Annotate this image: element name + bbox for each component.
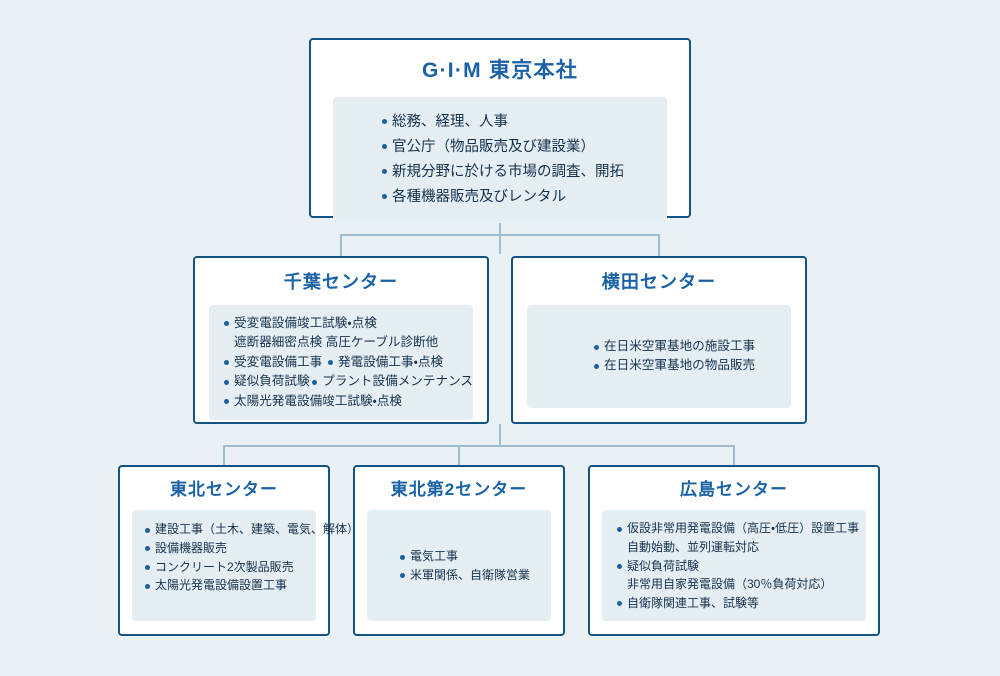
list-item: 疑似負荷試験 — [616, 557, 866, 576]
node-yokota-center-list: 在日米空軍基地の施設工事 在日米空軍基地の物品販売 — [593, 337, 791, 376]
node-chiba-center-list: 受変電設備竣工試験・点検 遮断器細密点検 高圧ケーブル診断他 受変電設備工事 発… — [223, 314, 473, 412]
connector-drop-hiroshima — [733, 445, 735, 467]
node-hiroshima-center-title: 広島センター — [679, 480, 789, 499]
node-tohoku-center-panel: 建設工事（土木、建築、電気、解体） 設備機器販売 コンクリート2次製品販売 太陽… — [132, 510, 359, 621]
list-item: 発電設備工事・点検 — [327, 353, 443, 373]
node-hiroshima-center-panel: 仮設非常用発電設備（高圧・低圧）設置工事 自動始動、並列運転対応 疑似負荷試験 … — [602, 510, 866, 622]
node-hiroshima-center-list: 仮設非常用発電設備（高圧・低圧）設置工事 自動始動、並列運転対応 疑似負荷試験 … — [616, 519, 866, 612]
list-item-continuation: 非常用自家発電設備（30％負荷対応） — [627, 577, 833, 592]
list-item-continuation: 自動始動、並列運転対応 — [627, 539, 760, 554]
list-item-row: 疑似負荷試験 プラント設備メンテナンス — [223, 372, 473, 392]
node-hiroshima-center[interactable]: 広島センター 仮設非常用発電設備（高圧・低圧）設置工事 自動始動、並列運転対応 … — [588, 465, 880, 636]
node-yokota-center-panel: 在日米空軍基地の施設工事 在日米空軍基地の物品販売 — [527, 304, 791, 408]
node-headquarters-list: 総務、経理、人事 官公庁（物品販売及び建設業） 新規分野に於ける市場の調査、開拓… — [381, 110, 667, 210]
connector-row3-bus — [223, 445, 735, 447]
node-yokota-center-title: 横田センター — [601, 272, 717, 292]
list-item: コンクリート2次製品販売 — [144, 558, 316, 577]
node-tohoku-center-title: 東北センター — [169, 480, 279, 499]
connector-row2-bus — [340, 234, 660, 236]
node-chiba-center-panel: 受変電設備竣工試験・点検 遮断器細密点検 高圧ケーブル診断他 受変電設備工事 発… — [209, 304, 473, 421]
node-headquarters-title: G·I·M 東京本社 — [421, 59, 579, 82]
list-item: 設備機器販売 — [144, 539, 316, 558]
node-tohoku-2nd-center[interactable]: 東北第2センター 電気工事 米軍関係、自衛隊営業 — [353, 465, 565, 636]
list-item: 自衛隊関連工事、試験等 — [616, 594, 866, 613]
node-tohoku-2nd-center-panel: 電気工事 米軍関係、自衛隊営業 — [367, 510, 551, 621]
list-item: 電気工事 — [399, 547, 551, 566]
list-item: 総務、経理、人事 — [381, 110, 667, 135]
node-chiba-center[interactable]: 千葉センター 受変電設備竣工試験・点検 遮断器細密点検 高圧ケーブル診断他 受変… — [193, 256, 489, 424]
list-item: 新規分野に於ける市場の調査、開拓 — [381, 160, 667, 185]
connector-hq-stem — [499, 218, 501, 254]
list-item: 太陽光発電設備設置工事 — [144, 576, 316, 595]
list-item: プラント設備メンテナンス — [311, 372, 473, 392]
list-item: 受変電設備竣工試験・点検 — [223, 314, 473, 334]
connector-drop-chiba — [340, 234, 342, 256]
list-item: 建設工事（土木、建築、電気、解体） — [144, 520, 359, 539]
list-item: 在日米空軍基地の物品販売 — [593, 356, 791, 376]
connector-row2-stem — [499, 424, 501, 445]
list-item: 官公庁（物品販売及び建設業） — [381, 135, 667, 160]
node-tohoku-center-list: 建設工事（土木、建築、電気、解体） 設備機器販売 コンクリート2次製品販売 太陽… — [144, 520, 359, 595]
list-item: 疑似負荷試験 — [223, 372, 311, 392]
node-chiba-center-title: 千葉センター — [283, 272, 399, 292]
list-item: 各種機器販売及びレンタル — [381, 185, 667, 210]
node-headquarters[interactable]: G·I·M 東京本社 総務、経理、人事 官公庁（物品販売及び建設業） 新規分野に… — [309, 38, 691, 223]
list-item-row: 受変電設備工事 発電設備工事・点検 — [223, 353, 473, 373]
list-item: 在日米空軍基地の施設工事 — [593, 337, 791, 357]
list-item: 米軍関係、自衛隊営業 — [399, 566, 551, 585]
node-headquarters-panel: 総務、経理、人事 官公庁（物品販売及び建設業） 新規分野に於ける市場の調査、開拓… — [333, 97, 667, 223]
connector-drop-tohoku2 — [458, 445, 460, 467]
node-yokota-center[interactable]: 横田センター 在日米空軍基地の施設工事 在日米空軍基地の物品販売 — [511, 256, 807, 424]
list-item: 受変電設備工事 — [223, 353, 327, 373]
list-item: 仮設非常用発電設備（高圧・低圧）設置工事 — [616, 519, 866, 538]
list-item-continuation: 遮断器細密点検 高圧ケーブル診断他 — [234, 335, 439, 350]
connector-drop-tohoku — [223, 445, 225, 467]
node-tohoku-2nd-center-list: 電気工事 米軍関係、自衛隊営業 — [399, 547, 551, 584]
node-tohoku-2nd-center-title: 東北第2センター — [390, 480, 528, 499]
list-item: 太陽光発電設備竣工試験・点検 — [223, 392, 473, 412]
connector-drop-yokota — [658, 234, 660, 256]
node-tohoku-center[interactable]: 東北センター 建設工事（土木、建築、電気、解体） 設備機器販売 コンクリート2次… — [118, 465, 359, 636]
